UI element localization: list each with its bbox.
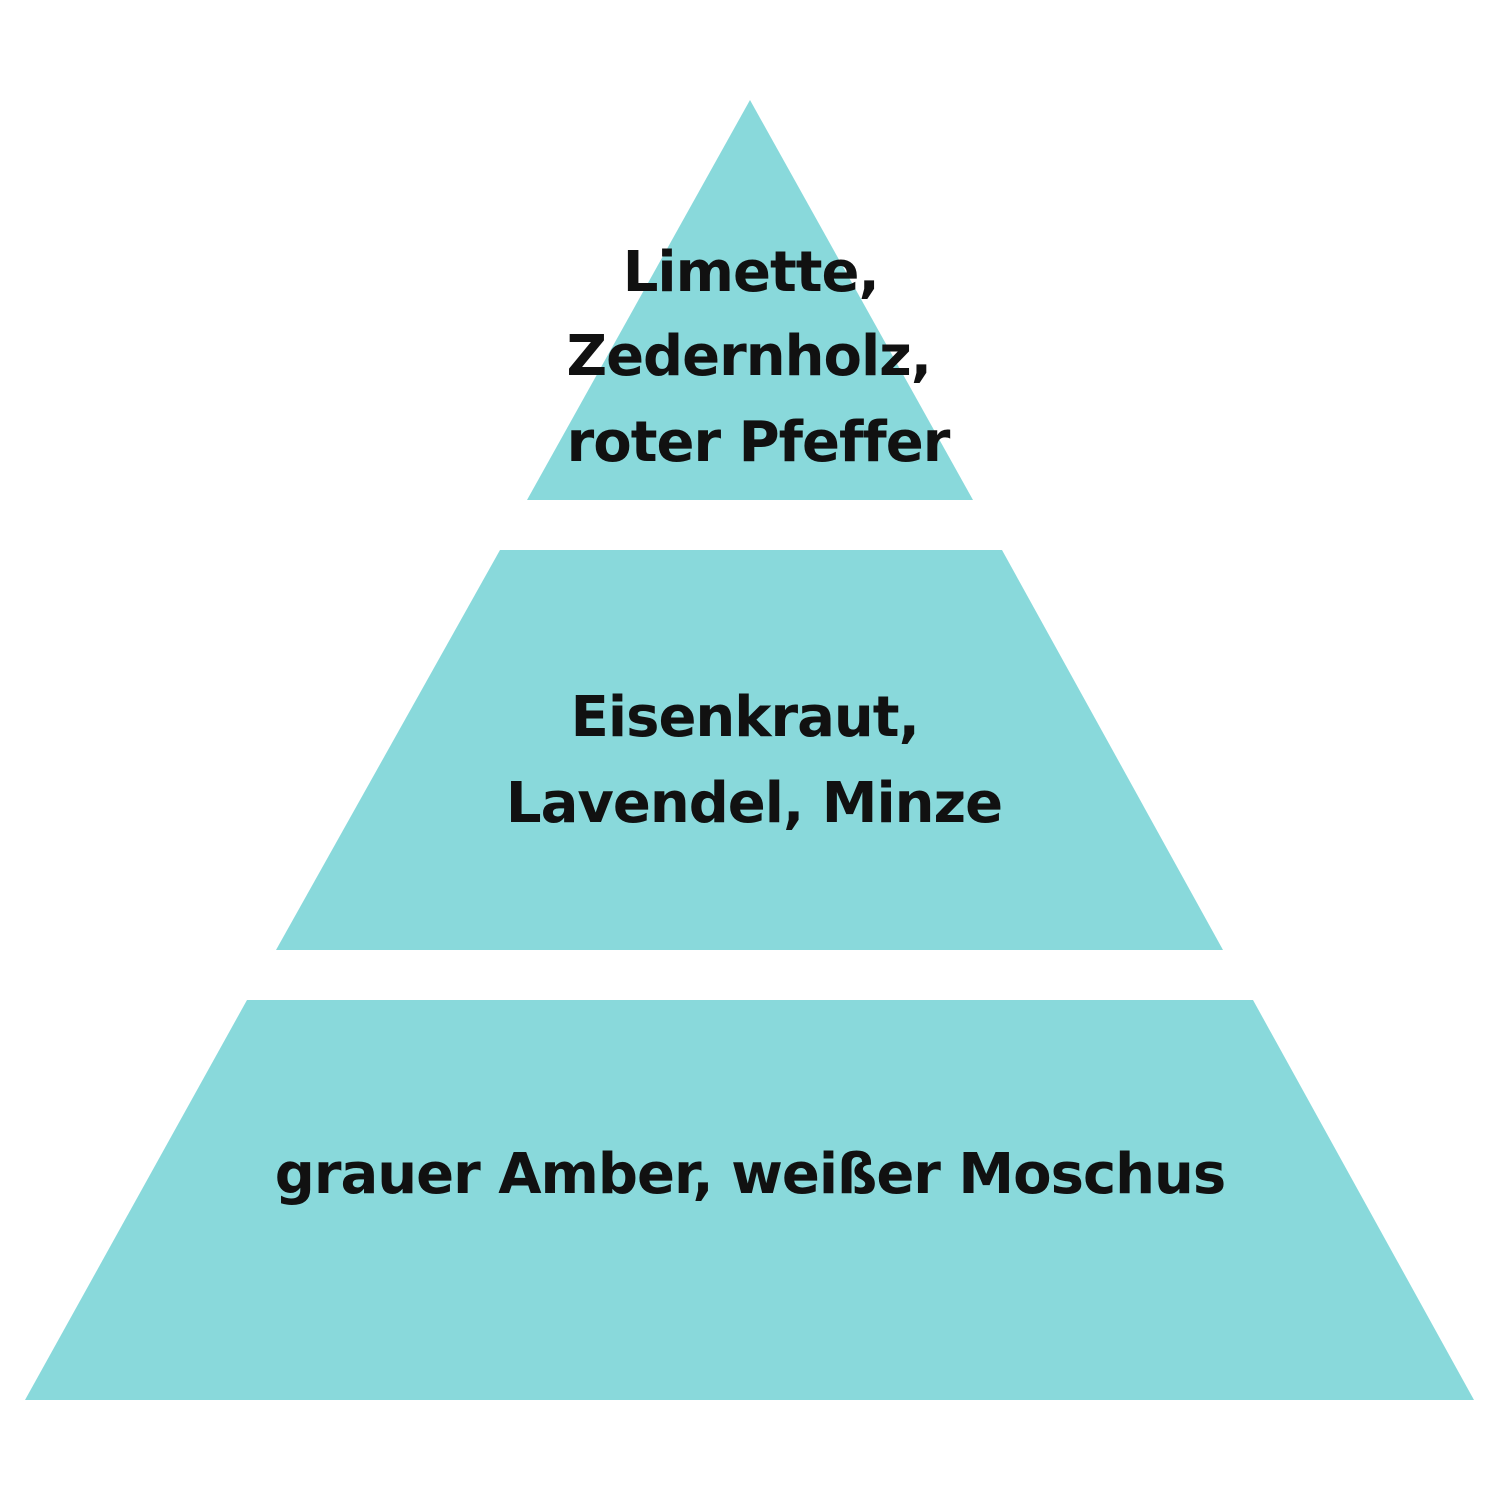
tier-middle: Eisenkraut, Lavendel, Minze	[276, 550, 1223, 950]
tier-middle-line-1: Eisenkraut,	[571, 685, 919, 750]
tier-top: Limette, Zedernholz, roter Pfeffer	[527, 100, 973, 500]
tier-top-line-2: Zedernholz,	[566, 324, 931, 389]
tier-base-label: grauer Amber, weißer Moschus	[275, 1142, 1225, 1207]
tier-top-line-3: roter Pfeffer	[567, 410, 951, 475]
tier-middle-shape	[276, 550, 1223, 950]
tier-base-shape	[25, 1000, 1474, 1400]
tier-base-line-1: grauer Amber, weißer Moschus	[275, 1142, 1225, 1207]
tier-top-label: Limette, Zedernholz, roter Pfeffer	[566, 240, 950, 475]
tier-middle-label: Eisenkraut, Lavendel, Minze	[506, 685, 1002, 836]
tier-base: grauer Amber, weißer Moschus	[25, 1000, 1474, 1400]
tier-middle-line-2: Lavendel, Minze	[506, 771, 1002, 836]
tier-top-shape	[527, 100, 973, 500]
tier-top-line-1: Limette,	[623, 240, 879, 305]
